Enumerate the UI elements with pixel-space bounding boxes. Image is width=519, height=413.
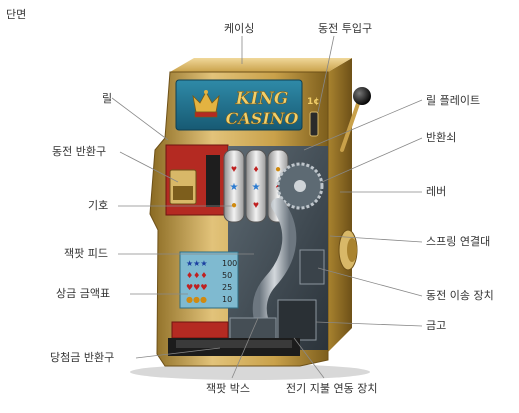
label-return-latch: 반환쇠 — [426, 131, 457, 144]
coin-transfer-unit — [299, 249, 325, 285]
svg-text:♥: ♥ — [253, 200, 259, 211]
diagram-title: 단면 — [6, 8, 27, 21]
label-electric-payout: 전기 지불 연동 장치 — [286, 382, 378, 395]
crown-icon — [192, 90, 220, 118]
svg-text:★: ★ — [252, 182, 261, 193]
label-lever: 레버 — [426, 185, 447, 198]
lower-trim — [171, 321, 229, 339]
casing-side-panel — [328, 58, 352, 352]
payout-row-symbols: ♦♦♦ — [186, 271, 208, 280]
lever-knob — [353, 87, 371, 105]
floor-shadow — [130, 364, 370, 380]
label-safe: 금고 — [426, 319, 447, 332]
label-symbol: 기호 — [88, 199, 109, 212]
label-reel-plate: 릴 플레이트 — [426, 94, 481, 107]
reel-axle — [294, 180, 306, 192]
label-jackpot-box: 잭팟 박스 — [206, 382, 250, 395]
label-coin-return: 동전 반환구 — [52, 145, 107, 158]
payout-row-symbols: ♥♥♥ — [186, 283, 208, 292]
svg-text:●: ● — [275, 164, 281, 175]
label-payout-table: 상금 금액표 — [56, 287, 111, 300]
lever-arm — [340, 96, 362, 152]
payout-row-symbols: ●●● — [186, 295, 207, 304]
label-casing: 케이싱 — [224, 22, 255, 35]
coin-slot — [309, 111, 319, 137]
payout-row-amount: 10 — [222, 295, 232, 304]
payout-table: ★★★ 100 ♦♦♦ 50 ♥♥♥ 25 ●●● 10 — [186, 259, 237, 304]
sign-line1: KING — [235, 89, 289, 109]
casing-top — [170, 58, 352, 72]
label-coin-slot: 동전 투입구 — [318, 22, 373, 35]
payout-row-amount: 100 — [222, 259, 237, 268]
label-jackpot-feed: 잭팟 피드 — [64, 247, 108, 260]
payout-table-plate — [179, 251, 239, 309]
payout-row-symbols: ★★★ — [186, 259, 208, 268]
svg-text:★: ★ — [230, 182, 239, 193]
leader-lines — [111, 35, 423, 379]
spring-link-hub — [347, 238, 357, 262]
safe-box — [277, 299, 317, 341]
label-spring-link: 스프링 연결대 — [426, 235, 491, 248]
jackpot-feed-chute — [252, 198, 297, 337]
payout-row-amount: 25 — [222, 283, 232, 292]
svg-text:♥: ♥ — [231, 164, 237, 175]
sign-denomination: 1¢ — [307, 97, 320, 107]
label-winnings-return: 당첨금 반환구 — [50, 351, 115, 364]
winnings-tray-floor — [176, 340, 292, 348]
reel-window — [206, 155, 220, 207]
sign-line2: CASINO — [226, 109, 299, 128]
svg-text:●: ● — [231, 200, 237, 211]
coin-return-opening — [173, 186, 193, 200]
label-coin-transfer: 동전 이송 장치 — [426, 289, 494, 302]
label-reel: 릴 — [102, 92, 113, 105]
svg-text:♦: ♦ — [253, 164, 258, 175]
payout-row-amount: 50 — [222, 271, 232, 280]
